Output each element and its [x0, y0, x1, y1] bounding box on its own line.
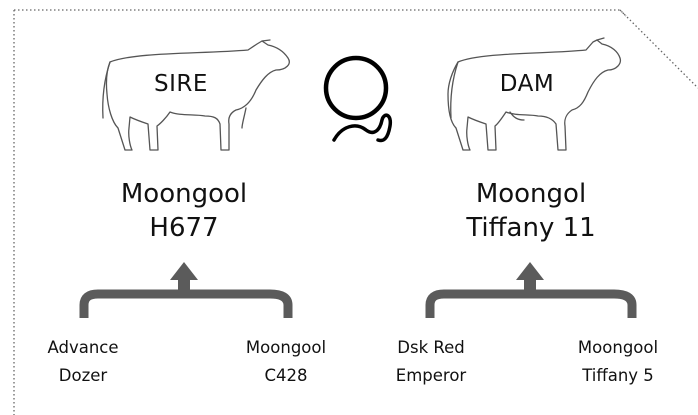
folded-corner: [619, 9, 627, 17]
dam-cow-outline: [447, 37, 622, 151]
sire-dam-line1: Moongool: [245, 338, 327, 357]
polled-icon: [323, 55, 393, 143]
dam-sire-line1: Dsk Red: [397, 338, 465, 357]
sire-sire-line1: Advance: [47, 338, 119, 357]
sire-bracket-arrow: [79, 262, 293, 318]
dam-sire-line2: Emperor: [395, 366, 467, 385]
sire-name-line2: H677: [149, 213, 219, 243]
sire-silhouette-label: SIRE: [154, 71, 208, 97]
sire-dam-line2: C428: [264, 366, 308, 385]
sire-cow-outline: [102, 39, 290, 151]
sire-name-line1: Moongool: [120, 179, 248, 209]
sire-sire-line2: Dozer: [58, 366, 108, 385]
dam-dam-line1: Moongool: [577, 338, 659, 357]
dam-silhouette-label: DAM: [499, 71, 555, 97]
dam-name-line2: Tiffany 11: [466, 213, 596, 243]
dam-bracket-arrow: [425, 262, 637, 318]
card-border: [13, 9, 698, 415]
dam-dam-line2: Tiffany 5: [582, 366, 654, 385]
dam-name-line1: Moongol: [475, 179, 587, 209]
